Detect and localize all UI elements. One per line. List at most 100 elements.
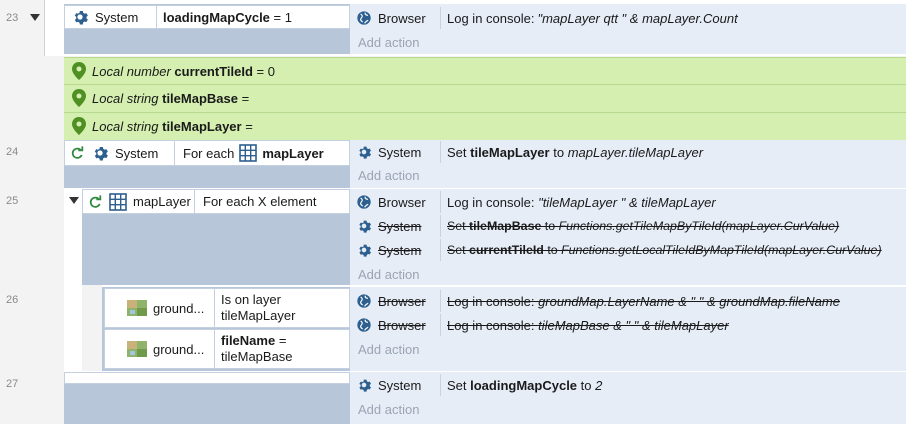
variable-name: loadingMapCycle — [163, 9, 270, 25]
action-label: Set — [447, 219, 470, 233]
action-object: Browser — [356, 10, 440, 26]
action-label: to — [541, 219, 559, 233]
variable-name: tileMapBase — [469, 219, 542, 233]
variable-name: currentTileId — [174, 63, 253, 79]
variable-value: = — [245, 118, 253, 134]
action-expression: "mapLayer qtt " & mapLayer.Count — [537, 10, 738, 26]
condition-label: For each — [183, 145, 235, 161]
variable-type: Local string — [92, 118, 159, 134]
globe-icon — [357, 195, 371, 209]
condition-object: System — [65, 141, 175, 165]
action-text: Set tileMapLayer to mapLayer.tileMapLaye… — [440, 141, 703, 163]
action-area — [350, 140, 906, 188]
object-name: System — [378, 242, 422, 258]
pin-icon — [72, 89, 86, 107]
indent-guide — [44, 140, 64, 424]
local-variable-currentTileId: Local number currentTileId = 0 — [72, 62, 275, 80]
local-variable-tileMapBase: Local string tileMapBase = — [72, 89, 249, 107]
globe-icon — [357, 11, 371, 25]
action-area — [350, 287, 906, 371]
globe-icon — [357, 318, 371, 332]
add-action-link[interactable]: Add action — [358, 267, 420, 282]
action-row-disabled[interactable]: Browser Log in console: tileMapBase & " … — [356, 314, 906, 336]
action-label: Set — [447, 144, 471, 160]
condition-row[interactable]: mapLayer For each X element — [82, 189, 350, 214]
condition-text: For each X element — [203, 194, 317, 209]
variable-name: fileName — [221, 333, 276, 348]
collapse-toggle[interactable] — [30, 14, 40, 21]
condition-value: tileMapBase — [221, 349, 293, 364]
condition-text: loadingMapCycle = 1 — [157, 10, 292, 25]
collapse-toggle[interactable] — [69, 197, 79, 204]
event-number: 23 — [6, 12, 19, 24]
action-text: Log in console: groundMap.LayerName & " … — [440, 290, 840, 312]
object-name: Browser — [378, 194, 426, 210]
object-name: System — [378, 144, 422, 160]
add-action-link[interactable]: Add action — [358, 402, 420, 417]
action-object: Browser — [356, 293, 440, 309]
condition-object: mapLayer — [83, 190, 195, 213]
gear-icon — [359, 146, 371, 159]
action-row[interactable]: Browser Log in console: "tileMapLayer " … — [356, 191, 906, 213]
condition-object: System — [65, 6, 157, 28]
variable-value: = 0 — [256, 63, 275, 79]
add-action-link[interactable]: Add action — [358, 168, 420, 183]
action-row[interactable]: System Set tileMapLayer to mapLayer.tile… — [356, 141, 906, 163]
line-number-gutter — [0, 0, 44, 424]
tilemap-icon — [127, 341, 147, 357]
event-number: 27 — [6, 378, 19, 390]
object-name: mapLayer — [262, 145, 324, 161]
action-text: Log in console: tileMapBase & " " & tile… — [440, 314, 729, 336]
condition-row[interactable]: ground... fileName = tileMapBase — [104, 329, 350, 369]
variable-type: Local string — [92, 90, 159, 106]
pin-icon — [72, 62, 86, 80]
object-name: System — [378, 218, 422, 234]
gear-icon — [359, 379, 371, 392]
action-row-disabled[interactable]: System Set tileMapBase to Functions.getT… — [356, 215, 906, 237]
add-action-link[interactable]: Add action — [358, 342, 420, 357]
action-label: to — [549, 144, 568, 160]
action-expression: tileMapBase & " " & tileMapLayer — [538, 317, 729, 333]
action-object: System — [356, 218, 440, 234]
add-action-link[interactable]: Add action — [358, 35, 420, 50]
gear-icon — [359, 220, 371, 233]
local-variable-row[interactable] — [64, 57, 906, 84]
action-row-disabled[interactable]: Browser Log in console: groundMap.LayerN… — [356, 290, 906, 312]
action-label: to — [543, 243, 562, 257]
loop-icon — [89, 194, 102, 208]
condition-row[interactable]: System For each mapLayer — [64, 140, 350, 166]
object-name: ground... — [153, 341, 205, 357]
variable-type: Local number — [92, 63, 171, 79]
action-row[interactable]: System Set loadingMapCycle to 2 — [356, 374, 906, 396]
array-icon — [109, 192, 127, 211]
action-expression: mapLayer.tileMapLayer — [567, 144, 704, 160]
condition-label: Is on layer — [221, 292, 281, 307]
local-variable-row[interactable] — [64, 112, 906, 140]
action-object: Browser — [356, 194, 440, 210]
object-name: Browser — [378, 317, 426, 333]
event-number: 26 — [6, 294, 19, 306]
condition-text: Is on layer tileMapLayer — [215, 292, 295, 324]
action-expression: Functions.getTileMapByTileId(mapLayer.Cu… — [558, 219, 840, 233]
empty-condition-row[interactable] — [64, 372, 350, 384]
local-variable-tileMapLayer: Local string tileMapLayer = — [72, 117, 253, 135]
object-name: System — [115, 145, 159, 161]
action-expression: groundMap.LayerName & " " & groundMap.fi… — [538, 293, 840, 309]
condition-row[interactable]: ground... Is on layer tileMapLayer — [104, 288, 350, 328]
condition-text: For each mapLayer — [175, 144, 324, 162]
action-row-disabled[interactable]: System Set currentTileId to Functions.ge… — [356, 239, 906, 261]
array-icon — [239, 144, 258, 162]
condition-row[interactable]: System loadingMapCycle = 1 — [64, 5, 350, 29]
local-variable-row[interactable] — [64, 84, 906, 112]
action-expression: Functions.getLocalTileIdByMapTileId(mapL… — [561, 243, 882, 257]
variable-value: = — [241, 90, 250, 106]
action-label: Set — [447, 243, 470, 257]
variable-name: tileMapLayer — [162, 118, 242, 134]
action-text: Set tileMapBase to Functions.getTileMapB… — [440, 215, 839, 237]
object-name: mapLayer — [133, 194, 191, 209]
action-row[interactable]: Browser Log in console: "mapLayer qtt " … — [356, 7, 906, 29]
variable-name: tileMapBase — [162, 90, 238, 106]
condition-object: ground... — [105, 289, 215, 327]
action-object: System — [356, 242, 440, 258]
condition-value: tileMapLayer — [221, 308, 296, 323]
